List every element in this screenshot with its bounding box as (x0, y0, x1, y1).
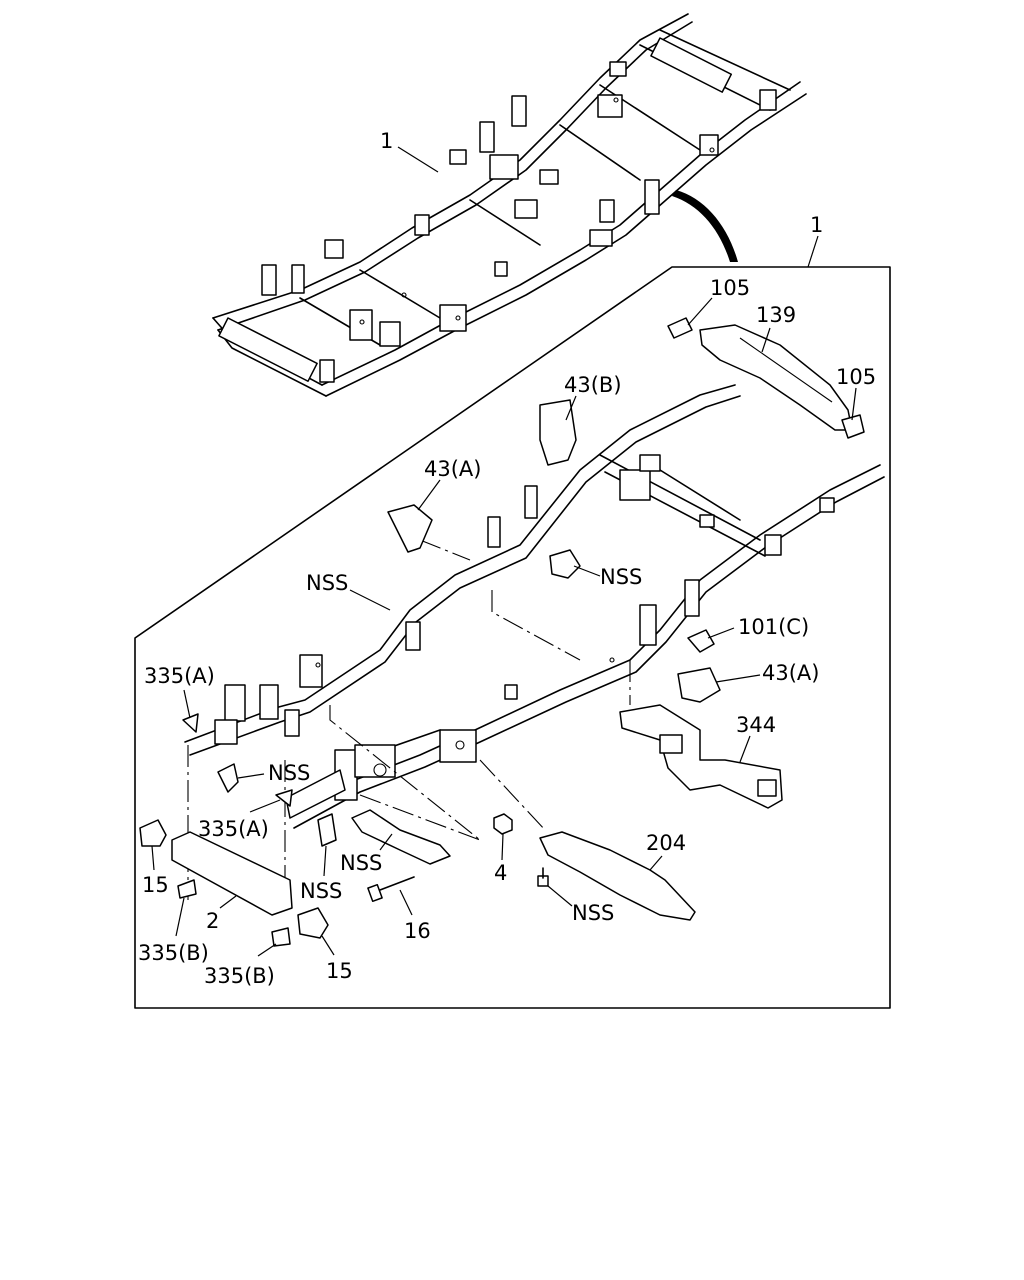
part-nss-hook (217, 763, 239, 793)
callout-105-top: 105 (710, 276, 750, 300)
part-15-mount-left (139, 819, 167, 847)
callout-335a-left: 335(A) (144, 664, 215, 688)
callout-139: 139 (756, 303, 796, 327)
part-344-subframe (619, 704, 783, 809)
callout-43a-lower: 43(A) (762, 661, 819, 685)
callout-frame-box: 1 (810, 213, 823, 237)
callout-335a-mid: 335(A) (198, 817, 269, 841)
callout-nss-bolt: NSS (572, 901, 614, 925)
callout-frame-top: 1 (380, 129, 393, 153)
callout-16: 16 (404, 919, 431, 943)
part-204-skid-plate (539, 831, 696, 921)
part-nss-rail-bracket (549, 549, 581, 579)
callout-nss-clip: NSS (300, 879, 342, 903)
assembly-lines (187, 539, 631, 900)
part-335a-left (182, 713, 199, 733)
callout-nss-plate: NSS (340, 851, 382, 875)
callout-43a-upper: 43(A) (424, 457, 481, 481)
part-43a-lower-bracket (677, 667, 721, 703)
part-105-clip-right (841, 414, 865, 439)
leader-frame-box (807, 235, 819, 268)
callout-nss-hook: NSS (268, 761, 310, 785)
leader-frame-top (397, 146, 439, 173)
callout-105-right: 105 (836, 365, 876, 389)
detail-arrow (672, 190, 738, 262)
callout-nss-rail: NSS (306, 571, 348, 595)
callout-4: 4 (494, 861, 507, 885)
part-nss-bolt (537, 867, 549, 887)
part-139-crossmember (699, 324, 853, 431)
callout-leaders (151, 297, 857, 957)
callout-43b: 43(B) (564, 373, 622, 397)
callout-15-left: 15 (142, 873, 169, 897)
part-4-nut (493, 813, 513, 835)
callout-204: 204 (646, 831, 686, 855)
callout-nss-bracket: NSS (600, 565, 642, 589)
callout-2: 2 (206, 909, 219, 933)
part-105-clip-top (667, 317, 693, 339)
part-nss-plate (351, 809, 451, 865)
part-15-mount-right (297, 907, 329, 939)
part-16-bolt (367, 876, 415, 903)
part-101c-bracket (687, 629, 715, 653)
part-335b-left (177, 879, 197, 899)
part-2-front-crossmember (171, 831, 293, 916)
callout-101c: 101(C) (738, 615, 809, 639)
part-nss-clip (317, 813, 337, 847)
assembled-frame-illustration (212, 13, 807, 397)
callout-335b-mid: 335(B) (204, 964, 275, 988)
part-335a-mid (275, 789, 293, 807)
callout-335b-left: 335(B) (138, 941, 209, 965)
part-43a-upper-bracket (387, 504, 433, 553)
callout-344: 344 (736, 713, 776, 737)
callout-15-right: 15 (326, 959, 353, 983)
part-335b-mid (271, 927, 291, 947)
exploded-view-border (134, 266, 891, 1009)
exploded-frame-illustration (184, 384, 885, 829)
